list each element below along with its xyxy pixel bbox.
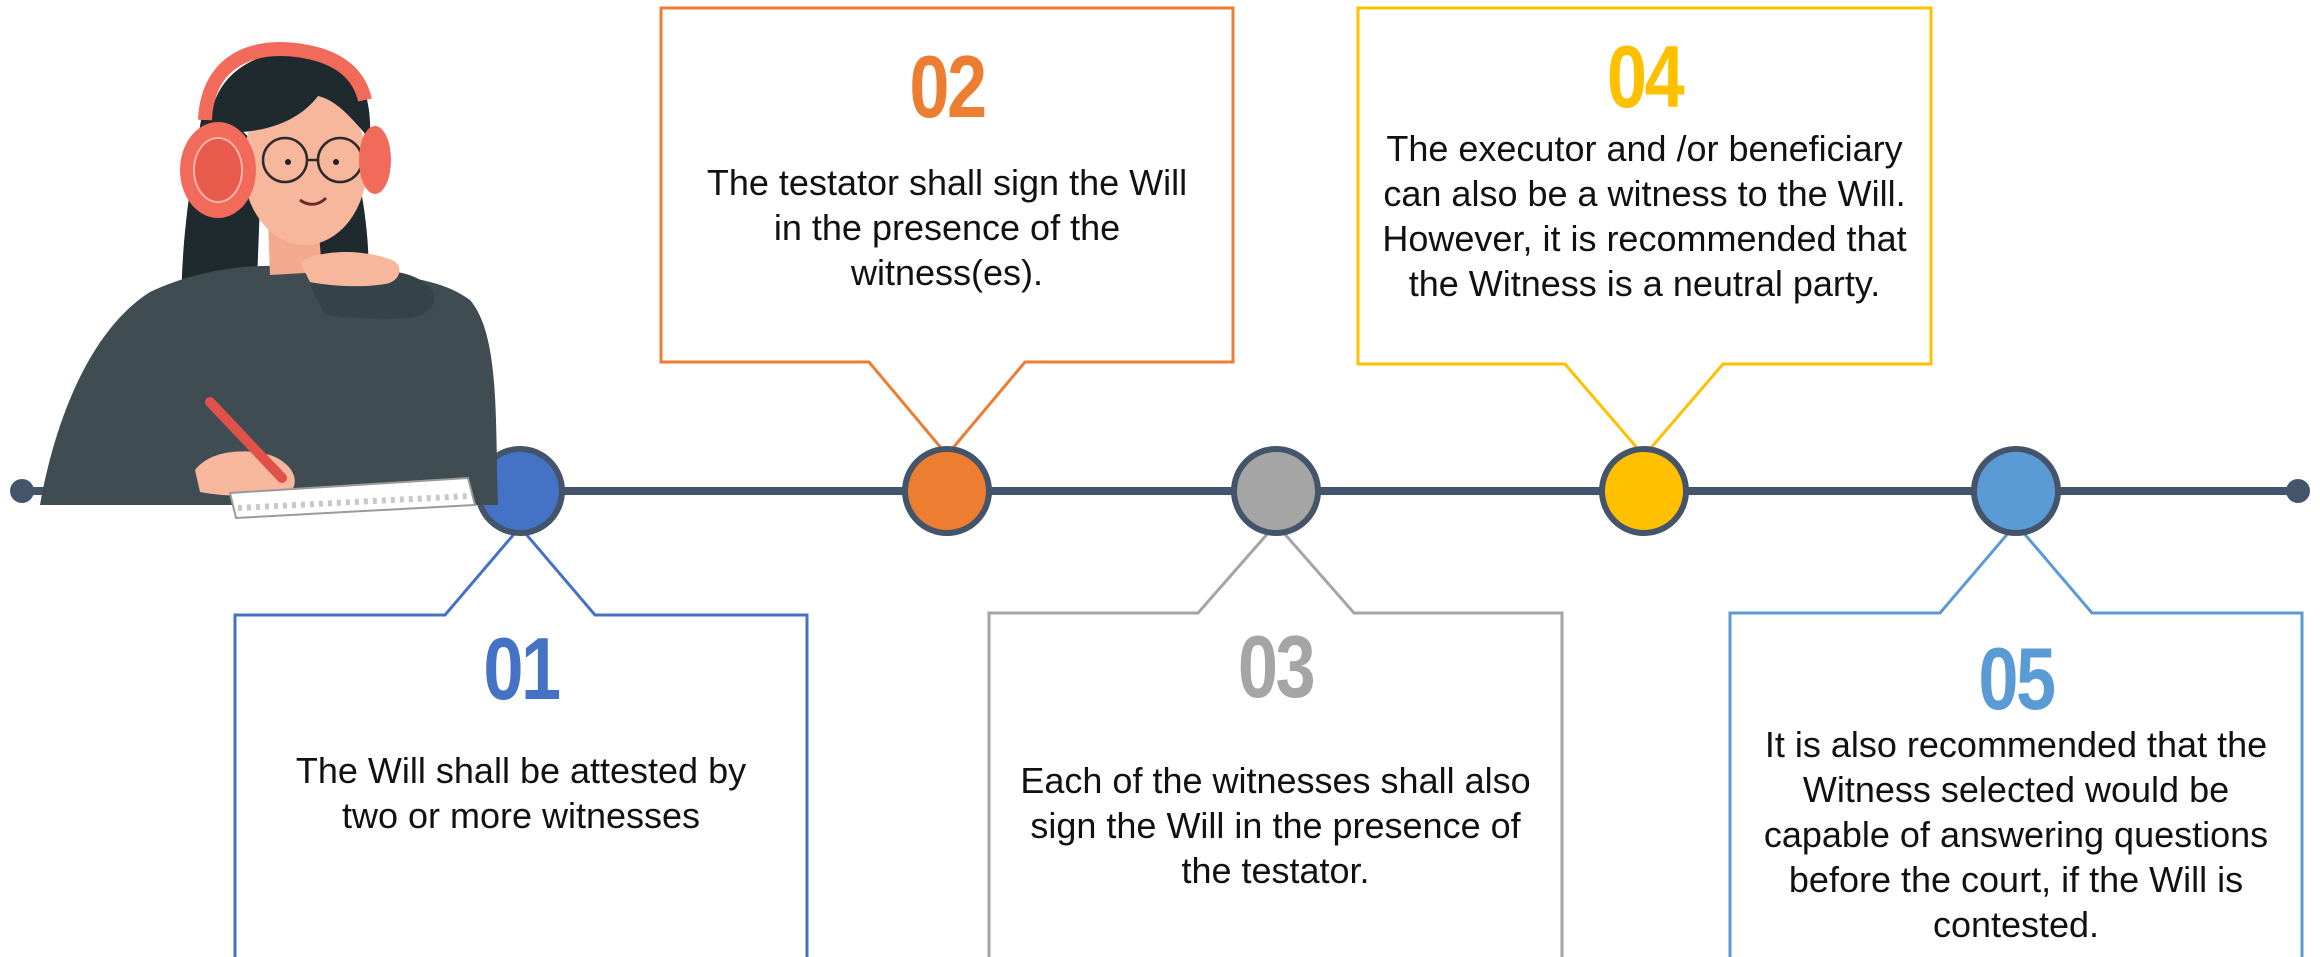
pen-icon (205, 397, 287, 483)
step-05-marker-icon (1971, 446, 2061, 536)
callout-02 (659, 6, 1235, 458)
notebook-spiral (237, 493, 471, 511)
step-03-marker-icon (1231, 446, 1321, 536)
headphones-right-cup-icon (359, 126, 391, 194)
mouth (299, 196, 328, 206)
callout-01 (233, 524, 809, 957)
timeline-start-dot (10, 479, 34, 503)
step-05-text: It is also recommended that the Witness … (1763, 724, 2269, 945)
callout-01-frame (233, 524, 809, 957)
headphones-band-icon (198, 42, 372, 121)
step-02-text: The testator shall sign the Will in the … (706, 162, 1188, 293)
step-03-text: Each of the witnesses shall also sign th… (1020, 760, 1531, 891)
step-04-text: The executor and /or beneficiary can als… (1382, 128, 1907, 304)
notebook-icon (228, 476, 477, 520)
woman-with-headphones-illustration (40, 42, 498, 520)
step-01-text: The Will shall be attested by two or mor… (295, 750, 747, 836)
step-05-number: 05 (1978, 629, 2056, 728)
step-04-number: 04 (1606, 27, 1685, 126)
timeline-end-dot (2286, 479, 2310, 503)
step-03-number: 03 (1237, 617, 1316, 716)
step-02-number: 02 (909, 37, 987, 136)
callout-04 (1356, 6, 1933, 459)
step-02-marker-icon (902, 446, 992, 536)
sweater (40, 265, 498, 505)
hair-bangs (212, 51, 371, 190)
chin-hand (300, 251, 400, 287)
step-04-marker-icon (1599, 446, 1689, 536)
step-01-number: 01 (483, 619, 561, 718)
callout-02-frame (659, 6, 1235, 458)
callout-04-frame (1356, 6, 1933, 459)
